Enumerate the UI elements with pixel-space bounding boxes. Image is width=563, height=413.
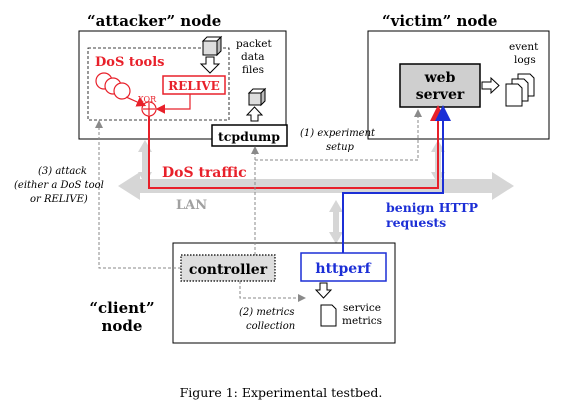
web-server-label-2: server xyxy=(416,87,465,103)
dos-tools-label: DoS tools xyxy=(95,55,164,70)
xor-label: XOR xyxy=(138,95,157,104)
attacker-node: DoS tools RELIVE XOR packet data files xyxy=(78,30,288,147)
benign-http-label-2: requests xyxy=(386,215,446,230)
httperf-box xyxy=(300,252,387,282)
relive-box xyxy=(162,75,226,95)
web-server-label-1: web xyxy=(424,70,456,86)
metrics-collection-label-1: (2) metrics xyxy=(239,307,294,318)
controller-label: controller xyxy=(189,262,268,278)
packet-files-label-3: files xyxy=(242,64,264,76)
experiment-setup-label-1: (1) experiment xyxy=(300,128,376,139)
lan-label: LAN xyxy=(176,198,207,213)
victim-node-title: “victim” node xyxy=(382,12,497,30)
control-paths xyxy=(95,109,422,302)
event-logs-icon xyxy=(505,73,535,107)
capture-file-icon xyxy=(247,87,267,107)
dos-traffic-path xyxy=(148,105,446,189)
metrics-collection-label-2: collection xyxy=(246,321,295,332)
httperf-label: httperf xyxy=(315,261,371,277)
packet-files-label-1: packet xyxy=(236,38,272,50)
attack-label-2: (either a DoS tool xyxy=(14,180,104,191)
event-logs-label-2: logs xyxy=(514,54,536,66)
client-node: controller httperf service metrics xyxy=(172,242,396,344)
attacker-node-title: “attacker” node xyxy=(87,12,221,30)
web-server-box xyxy=(399,63,481,108)
controller-box xyxy=(180,254,276,282)
attack-label-3: or RELIVE) xyxy=(30,194,88,205)
service-metrics-icon xyxy=(320,304,337,327)
tcpdump-box xyxy=(211,124,288,147)
dos-tools-region xyxy=(87,47,230,121)
event-logs-label-1: event xyxy=(509,41,539,53)
dos-traffic-label: DoS traffic xyxy=(162,165,247,181)
experiment-setup-label-2: setup xyxy=(326,142,355,153)
service-metrics-label-1: service xyxy=(343,302,381,314)
tcpdump-label: tcpdump xyxy=(218,129,280,144)
benign-http-label-1: benign HTTP xyxy=(386,200,479,215)
figure-caption: Figure 1: Experimental testbed. xyxy=(180,385,383,400)
victim-node: web server event logs xyxy=(367,30,550,140)
dos-tool-circles xyxy=(95,72,131,100)
packet-files-label-2: data xyxy=(241,51,264,63)
service-metrics-label-2: metrics xyxy=(342,315,382,327)
files-to-relive-arrow xyxy=(199,56,221,74)
relive-label: RELIVE xyxy=(168,79,220,93)
server-to-logs-arrow xyxy=(481,76,500,95)
benign-http-path xyxy=(342,105,451,253)
client-node-title-1: “client” xyxy=(89,299,154,317)
client-node-title-2: node xyxy=(102,317,143,335)
attack-label-1: (3) attack xyxy=(38,166,87,177)
packet-files-icon xyxy=(201,35,223,57)
